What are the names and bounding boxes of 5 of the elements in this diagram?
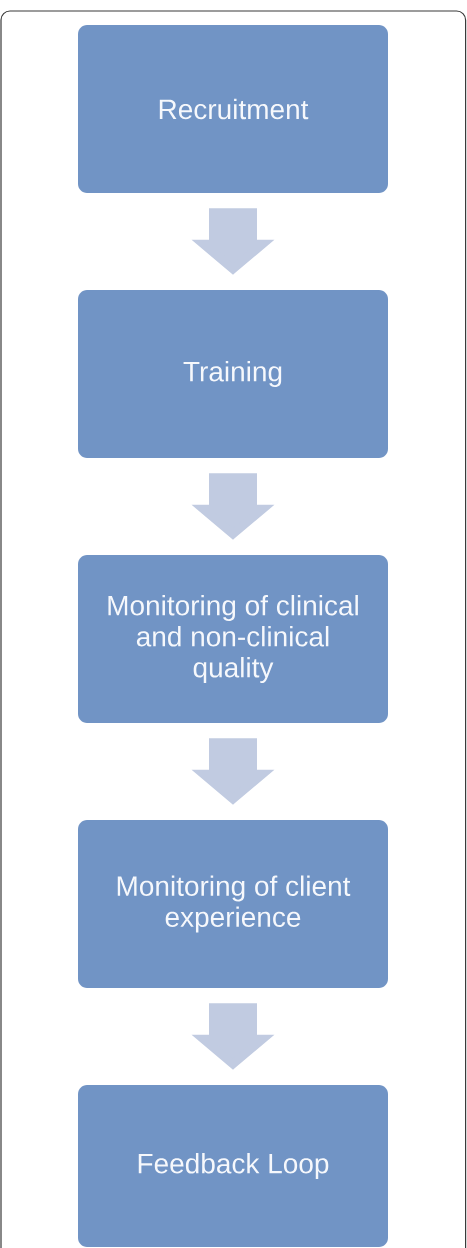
process-box: Monitoring of clinical and non-clinical quality bbox=[78, 555, 388, 723]
process-box: Feedback Loop bbox=[78, 1085, 388, 1247]
process-box: Training bbox=[78, 290, 388, 458]
process-box: Monitoring of client experience bbox=[78, 820, 388, 988]
process-box: Recruitment bbox=[78, 25, 388, 193]
